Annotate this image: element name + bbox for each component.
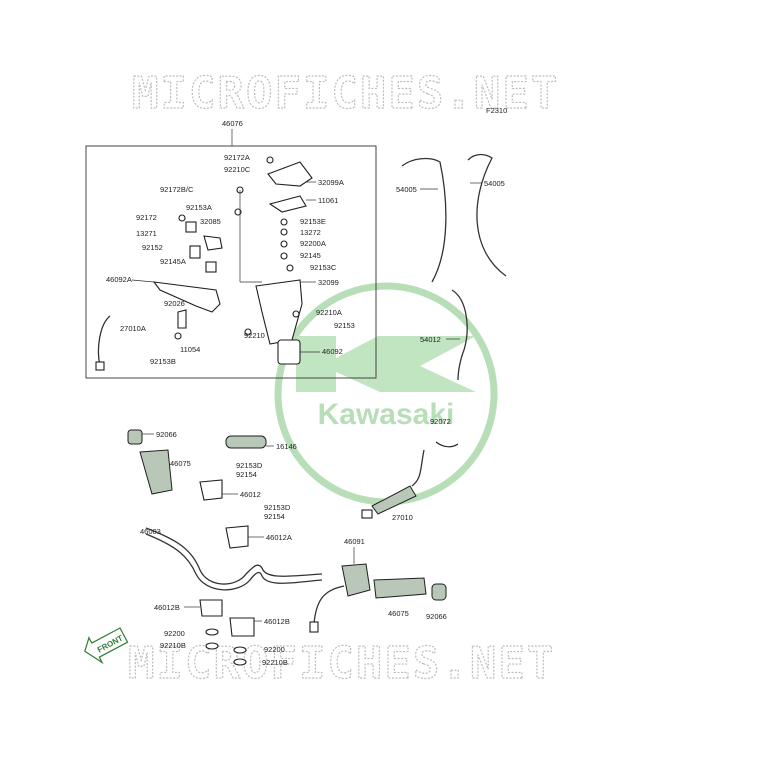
part-92210A[interactable]: 92210A <box>316 308 342 317</box>
part-92154-upper[interactable]: 92154 <box>236 470 257 479</box>
part-54012[interactable]: 54012 <box>420 335 441 344</box>
part-92210C[interactable]: 92210C <box>224 165 251 174</box>
part-92153[interactable]: 92153 <box>334 321 355 330</box>
part-92210B-left[interactable]: 92210B <box>160 641 186 650</box>
part-92066-right[interactable]: 92066 <box>426 612 447 621</box>
part-92210[interactable]: 92210 <box>244 331 265 340</box>
part-46012B-right[interactable]: 46012B <box>264 617 290 626</box>
part-46012A[interactable]: 46012A <box>266 533 292 542</box>
part-92200-left[interactable]: 92200 <box>164 629 185 638</box>
part-46012B-left[interactable]: 46012B <box>154 603 180 612</box>
part-16146[interactable]: 16146 <box>276 442 297 451</box>
part-46075-right[interactable]: 46075 <box>388 609 409 618</box>
front-arrow: FRONT <box>84 627 129 665</box>
part-54005-right[interactable]: 54005 <box>484 179 505 188</box>
part-92066-left[interactable]: 92066 <box>156 430 177 439</box>
part-46092A[interactable]: 46092A <box>106 275 132 284</box>
part-54005-left[interactable]: 54005 <box>396 185 417 194</box>
part-92153D-upper[interactable]: 92153D <box>236 461 263 470</box>
assembly-box <box>85 145 377 379</box>
part-46091[interactable]: 46091 <box>344 537 365 546</box>
part-46003[interactable]: 46003 <box>140 527 161 536</box>
master-cylinder-parts <box>95 156 313 371</box>
watermark-bottom: MICROFICHES.NET <box>128 638 555 689</box>
part-92026[interactable]: 92026 <box>164 299 185 308</box>
part-92152[interactable]: 92152 <box>142 243 163 252</box>
part-11061[interactable]: 11061 <box>318 196 338 205</box>
handlebar-parts <box>127 429 447 666</box>
part-92153C[interactable]: 92153C <box>310 263 337 272</box>
part-92153A[interactable]: 92153A <box>186 203 212 212</box>
cable-27010 <box>361 449 425 519</box>
part-92200-right[interactable]: 92200 <box>264 645 285 654</box>
part-32085[interactable]: 32085 <box>200 217 221 226</box>
part-13272[interactable]: 13272 <box>300 228 321 237</box>
part-92172A[interactable]: 92172A <box>224 153 250 162</box>
part-92153E[interactable]: 92153E <box>300 217 326 226</box>
part-46075-left[interactable]: 46075 <box>170 459 191 468</box>
part-92145[interactable]: 92145 <box>300 251 321 260</box>
part-27010[interactable]: 27010 <box>392 513 413 522</box>
part-92172B-C[interactable]: 92172B/C <box>160 185 194 194</box>
cables-top-right <box>401 153 507 381</box>
part-13271[interactable]: 13271 <box>136 229 157 238</box>
part-92153B[interactable]: 92153B <box>150 357 176 366</box>
brand-text: Kawasaki <box>318 398 455 431</box>
part-32099A[interactable]: 32099A <box>318 178 344 187</box>
part-92172[interactable]: 92172 <box>136 213 157 222</box>
part-32099[interactable]: 32099 <box>318 278 339 287</box>
part-92154-lower[interactable]: 92154 <box>264 512 285 521</box>
part-11054[interactable]: 11054 <box>180 345 200 354</box>
watermark-top: MICROFICHES.NET <box>132 68 559 119</box>
part-92200A[interactable]: 92200A <box>300 239 326 248</box>
part-46076[interactable]: 46076 <box>222 119 243 128</box>
kawasaki-logo: Kawasaki <box>274 282 498 506</box>
part-92145A[interactable]: 92145A <box>160 257 186 266</box>
part-46012[interactable]: 46012 <box>240 490 261 499</box>
part-27010A[interactable]: 27010A <box>120 324 146 333</box>
part-46092[interactable]: 46092 <box>322 347 343 356</box>
part-92153D-lower[interactable]: 92153D <box>264 503 291 512</box>
part-92210B-right[interactable]: 92210B <box>262 658 288 667</box>
part-92072[interactable]: 92072 <box>430 417 451 426</box>
diagram-code: F2310 <box>486 106 507 115</box>
